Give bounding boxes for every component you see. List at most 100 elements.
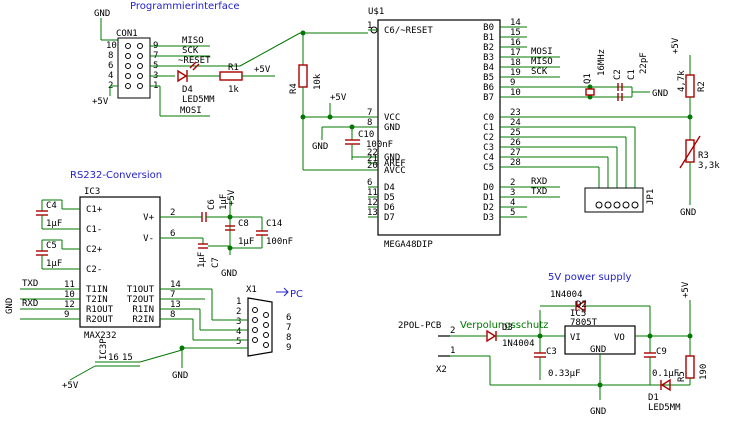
svg-text:3: 3 bbox=[236, 317, 241, 327]
con1-label: CON1 bbox=[116, 29, 138, 39]
max232-right-pin-number: 7 bbox=[170, 290, 175, 300]
mega48-right-pin-14: 2D0 bbox=[483, 178, 527, 193]
c9-label: C9 bbox=[656, 347, 667, 357]
mega48-left-pin-name: GND bbox=[384, 153, 400, 163]
ic5-gnd: GND bbox=[590, 345, 606, 355]
max232-right-pin-name: T2OUT bbox=[127, 295, 155, 305]
mega48-right-pin-number: 28 bbox=[510, 158, 521, 168]
ic3p-label: IC3P bbox=[99, 338, 109, 360]
plus5v-c8: +5V bbox=[227, 189, 237, 206]
mega48-right-pin-name: D1 bbox=[483, 193, 494, 203]
r1-label: R1 bbox=[228, 63, 239, 73]
r2-resistor bbox=[685, 74, 695, 98]
q1-label: Q1 bbox=[583, 73, 593, 84]
gnd-label-con1: GND bbox=[94, 9, 110, 19]
ic5-label: IC5 bbox=[570, 309, 586, 319]
mega48-right-pin-number: 24 bbox=[510, 118, 521, 128]
plus5v-r2: +5V bbox=[671, 37, 681, 54]
plus5v-mcu: +5V bbox=[330, 93, 347, 103]
r4-resistor bbox=[298, 64, 308, 88]
c1-value: 22pF bbox=[639, 52, 649, 74]
r2-value: 4,7k bbox=[677, 70, 687, 92]
c1-label: C1 bbox=[627, 69, 637, 80]
mega48-right-pin-number: 2 bbox=[510, 178, 515, 188]
mega48-right-pin-name: C2 bbox=[483, 133, 494, 143]
d3-value: 1N4004 bbox=[502, 339, 535, 349]
max232-right-pin-name: V+ bbox=[143, 213, 154, 223]
max232-left-pin-name: C1+ bbox=[86, 205, 103, 215]
max232-left-pin-name: T1IN bbox=[86, 285, 108, 295]
x2-label: X2 bbox=[436, 365, 447, 375]
max232-right-pin-name: V- bbox=[143, 234, 154, 244]
q1-crystal bbox=[585, 88, 595, 96]
c8-label: C8 bbox=[238, 219, 249, 229]
mega48-right-pin-name: D0 bbox=[483, 183, 494, 193]
plus5v-r1: +5V bbox=[254, 65, 271, 75]
plus5v-ic3p: +5V bbox=[62, 381, 79, 391]
ic3p-pin15: 15 bbox=[122, 353, 133, 363]
plus5v-label-con1: +5V bbox=[92, 97, 109, 107]
gnd-crystal: GND bbox=[652, 89, 668, 99]
title-verpolungsschutz: Verpolungsschutz bbox=[460, 320, 548, 331]
mega48-left-pin-name: GND bbox=[384, 123, 400, 133]
mega48-left-pin-number: 8 bbox=[367, 118, 372, 128]
svg-text:8: 8 bbox=[108, 51, 113, 61]
svg-text:2: 2 bbox=[450, 326, 455, 336]
max232-left-pin-name: C1- bbox=[86, 225, 102, 235]
c6-value: 1µF bbox=[219, 194, 229, 210]
c7-value: 1µF bbox=[197, 252, 207, 268]
mega48-right-pin-16: 4D2 bbox=[483, 198, 527, 213]
svg-text:6: 6 bbox=[108, 61, 113, 71]
r3-value: 3,3k bbox=[698, 161, 720, 171]
c3-label: C3 bbox=[546, 347, 557, 357]
svg-text:1: 1 bbox=[236, 297, 241, 307]
mega48-right-pin-name: B1 bbox=[483, 33, 494, 43]
r5-label: R5 bbox=[677, 371, 687, 382]
net-sck-mcu: SCK bbox=[531, 67, 548, 77]
mega48-left-pin-name: C6/~RESET bbox=[384, 26, 433, 36]
mega48-value: MEGA48DIP bbox=[384, 240, 433, 250]
max232-left-pin-name: C2+ bbox=[86, 245, 103, 255]
mega48-left-pin-number: 6 bbox=[367, 178, 372, 188]
mega48-left-pin-number: 20 bbox=[367, 161, 378, 171]
pc-label: PC bbox=[290, 289, 303, 300]
d2-value: 1N4004 bbox=[550, 290, 583, 300]
mega48-right-pin-number: 16 bbox=[510, 38, 521, 48]
mega48-right-pin-number: 5 bbox=[510, 208, 515, 218]
max232-left-pin-name: T2IN bbox=[86, 295, 108, 305]
svg-text:5: 5 bbox=[236, 337, 241, 347]
max232-left-pin-number: 12 bbox=[64, 300, 75, 310]
mega48-right-pin-15: 3D1 bbox=[483, 188, 527, 203]
c4-value: 1µF bbox=[46, 219, 62, 229]
mega48-left-pin-number: 21 bbox=[367, 154, 378, 164]
net-miso-mcu: MISO bbox=[531, 57, 553, 67]
max232-right-pin-name: R2IN bbox=[132, 315, 154, 325]
d4-value: LED5MM bbox=[182, 95, 215, 105]
mega48-right-pin-name: C4 bbox=[483, 153, 494, 163]
max232-left-pin-1: C1- bbox=[62, 225, 102, 235]
r4-label: R4 bbox=[289, 83, 299, 94]
c10-label: C10 bbox=[358, 130, 374, 140]
r2-label: R2 bbox=[697, 81, 707, 92]
mega48-right-pin-name: C0 bbox=[483, 113, 494, 123]
title-programmierinterface: Programmierinterface bbox=[130, 1, 240, 12]
title-psu: 5V power supply bbox=[548, 272, 631, 283]
svg-text:2: 2 bbox=[236, 307, 241, 317]
mega48-right-pin-name: B5 bbox=[483, 73, 494, 83]
mega48-right-pin-name: B0 bbox=[483, 23, 494, 33]
mega48-right-pin-number: 14 bbox=[510, 18, 521, 28]
mega48-left-pin-name: D7 bbox=[384, 213, 395, 223]
mega48-left-pin-name: AVCC bbox=[384, 166, 406, 176]
d4-label: D4 bbox=[182, 85, 193, 95]
